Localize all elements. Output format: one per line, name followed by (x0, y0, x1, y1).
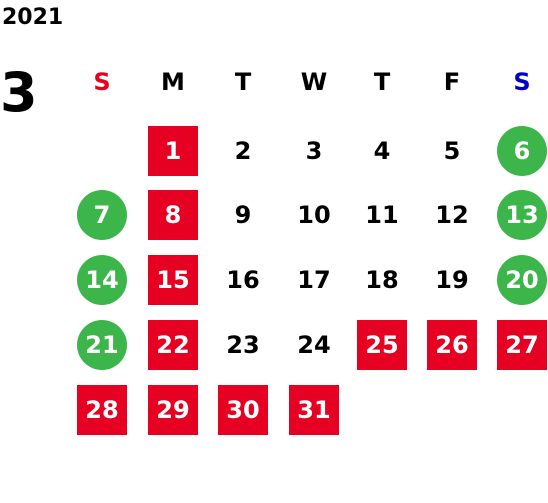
day-cell-31[interactable]: 31 (289, 385, 339, 435)
day-cell-20[interactable]: 20 (497, 255, 547, 305)
weekday-label-day: T (373, 68, 391, 96)
calendar-year: 2021 (2, 5, 64, 30)
day-cell-21[interactable]: 21 (77, 320, 127, 370)
day-cell-16[interactable]: 16 (226, 266, 260, 294)
day-cell-28[interactable]: 28 (77, 385, 127, 435)
day-cell-27[interactable]: 27 (497, 320, 547, 370)
day-cell-11[interactable]: 11 (365, 201, 399, 229)
day-cell-3[interactable]: 3 (305, 137, 323, 165)
weekday-label-day: M (161, 68, 185, 96)
day-cell-23[interactable]: 23 (226, 331, 260, 359)
weekday-label-sunday: S (93, 68, 111, 96)
day-cell-18[interactable]: 18 (365, 266, 399, 294)
day-cell-12[interactable]: 12 (435, 201, 469, 229)
day-cell-29[interactable]: 29 (148, 385, 198, 435)
day-cell-15[interactable]: 15 (148, 255, 198, 305)
day-cell-25[interactable]: 25 (357, 320, 407, 370)
day-cell-1[interactable]: 1 (148, 126, 198, 176)
day-cell-13[interactable]: 13 (497, 190, 547, 240)
weekday-label-day: T (234, 68, 252, 96)
weekday-label-day: F (443, 68, 461, 96)
day-cell-19[interactable]: 19 (435, 266, 469, 294)
day-cell-10[interactable]: 10 (297, 201, 331, 229)
day-cell-22[interactable]: 22 (148, 320, 198, 370)
day-cell-24[interactable]: 24 (297, 331, 331, 359)
weekday-label-saturday: S (513, 68, 531, 96)
weekday-label-day: W (300, 68, 328, 96)
day-cell-7[interactable]: 7 (77, 190, 127, 240)
day-cell-26[interactable]: 26 (427, 320, 477, 370)
day-cell-9[interactable]: 9 (234, 201, 252, 229)
calendar-month: 3 (0, 61, 38, 124)
day-cell-6[interactable]: 6 (497, 126, 547, 176)
day-cell-4[interactable]: 4 (373, 137, 391, 165)
day-cell-5[interactable]: 5 (443, 137, 461, 165)
day-cell-14[interactable]: 14 (77, 255, 127, 305)
day-cell-30[interactable]: 30 (218, 385, 268, 435)
day-cell-17[interactable]: 17 (297, 266, 331, 294)
day-cell-2[interactable]: 2 (234, 137, 252, 165)
day-cell-8[interactable]: 8 (148, 190, 198, 240)
